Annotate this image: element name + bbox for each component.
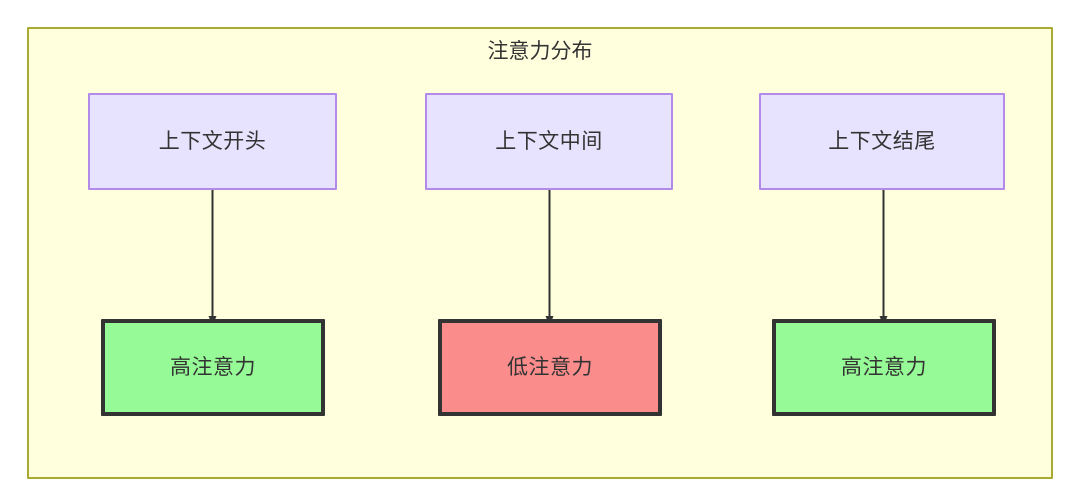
node-label: 低注意力: [507, 355, 593, 379]
node-label: 高注意力: [841, 355, 927, 379]
node-attn-low-middle[interactable]: 低注意力: [438, 319, 662, 416]
node-attn-high-start[interactable]: 高注意力: [101, 319, 325, 416]
cluster-title: 注意力分布: [487, 40, 593, 63]
node-label: 高注意力: [170, 355, 256, 379]
node-label: 上下文中间: [495, 129, 603, 153]
node-label: 上下文结尾: [828, 129, 936, 153]
node-ctx-start[interactable]: 上下文开头: [88, 93, 337, 190]
node-ctx-end[interactable]: 上下文结尾: [759, 93, 1005, 190]
node-ctx-middle[interactable]: 上下文中间: [425, 93, 673, 190]
node-label: 上下文开头: [158, 129, 267, 153]
node-attn-high-end[interactable]: 高注意力: [772, 319, 996, 416]
